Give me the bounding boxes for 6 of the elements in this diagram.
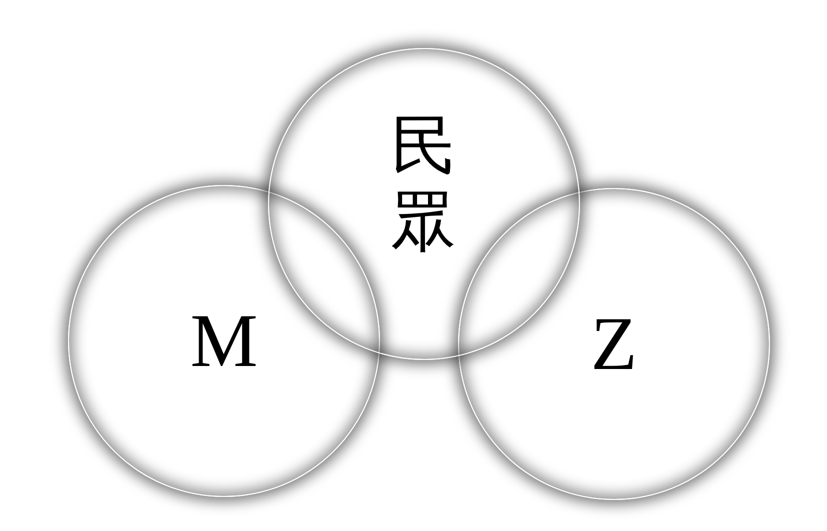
circle [68,185,380,497]
circle-label: Z [590,306,638,382]
circle [458,188,770,500]
circle-label: M [190,303,258,379]
circle [268,48,580,360]
circle-label: 民眾 [390,108,458,260]
